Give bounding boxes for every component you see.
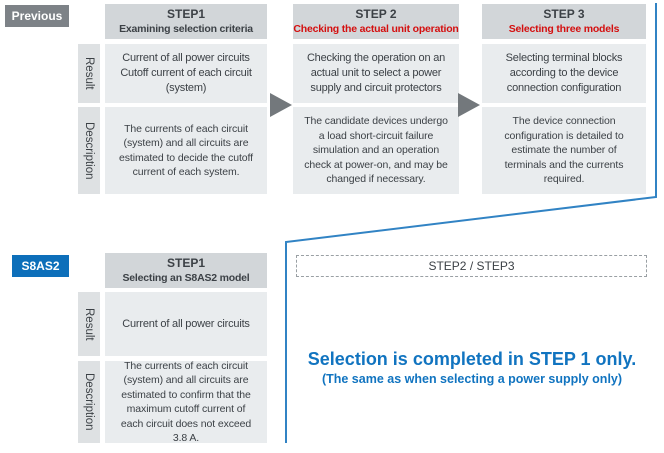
s8as2-step1-result: Current of all power circuits (105, 292, 267, 356)
selection-callout-subtitle: (The same as when selecting a power supp… (321, 372, 623, 386)
previous-step2-subtitle: Checking the actual unit operation (293, 22, 459, 35)
previous-description-row-label: Description (78, 107, 100, 194)
step1-to-step2-arrow-icon (270, 93, 292, 117)
previous-step3-description: The device connection configuration is d… (482, 107, 646, 194)
s8as2-description-row-label: Description (78, 361, 100, 443)
previous-step2-result: Checking the operation on an actual unit… (293, 44, 459, 103)
previous-step2-title: STEP 2 (355, 6, 397, 21)
s8as2-step1-subtitle: Selecting an S8AS2 model (122, 271, 250, 284)
previous-step3-result: Selecting terminal blocks according to t… (482, 44, 646, 103)
previous-step1-result: Current of all power circuits Cutoff cur… (105, 44, 267, 103)
previous-step3-subtitle: Selecting three models (508, 22, 620, 35)
previous-step3-header: STEP 3 Selecting three models (482, 4, 646, 39)
previous-step1-subtitle: Examining selection criteria (119, 22, 253, 35)
selection-callout-title: Selection is completed in STEP 1 only. (307, 349, 637, 369)
previous-result-row-label: Result (78, 44, 100, 103)
s8as2-section-label: S8AS2 (12, 255, 69, 277)
previous-step2-header: STEP 2 Checking the actual unit operatio… (293, 4, 459, 39)
previous-step3-title: STEP 3 (543, 6, 585, 21)
s8as2-step1-title: STEP1 (166, 255, 205, 270)
previous-step1-header: STEP1 Examining selection criteria (105, 4, 267, 39)
previous-section-label: Previous (5, 5, 69, 27)
s8as2-step1-header: STEP1 Selecting an S8AS2 model (105, 253, 267, 288)
previous-step1-title: STEP1 (166, 6, 205, 21)
step2-to-step3-arrow-icon (458, 93, 480, 117)
skipped-steps-placeholder: STEP2 / STEP3 (296, 255, 647, 277)
previous-step2-description: The candidate devices undergo a load sho… (293, 107, 459, 194)
selection-callout: Selection is completed in STEP 1 only. (… (288, 348, 656, 388)
s8as2-step1-description: The currents of each circuit (system) an… (105, 360, 267, 444)
previous-step1-description: The currents of each circuit (system) an… (105, 107, 267, 194)
s8as2-result-row-label: Result (78, 292, 100, 356)
